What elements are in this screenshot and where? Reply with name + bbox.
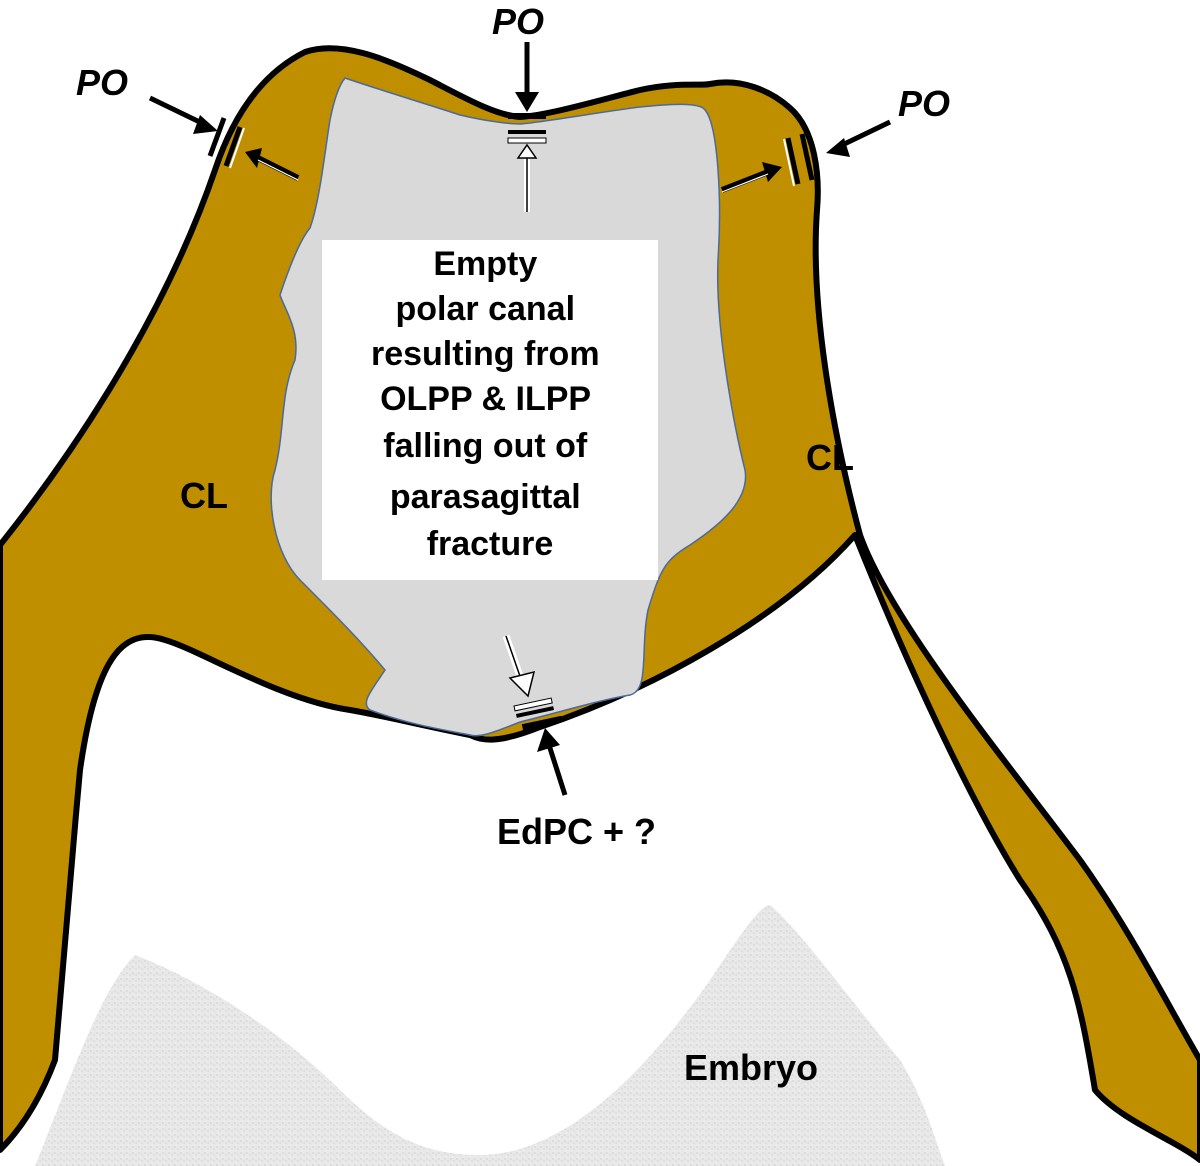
right-po-marker: [720, 119, 892, 193]
label-edpc: EdPC + ?: [497, 811, 656, 852]
hollow-arrow-head-icon: [516, 143, 538, 159]
center-line-1: Empty: [433, 245, 537, 283]
center-line-3: resulting from: [371, 335, 600, 373]
center-line-6: parasagittal: [390, 478, 581, 516]
double-bar-icon: [207, 117, 227, 157]
label-po-right: PO: [898, 83, 950, 124]
left-po-marker: [148, 95, 300, 181]
arrow-icon: [546, 744, 568, 796]
double-bar-icon: [799, 133, 815, 181]
double-bar-icon: [515, 706, 555, 718]
double-bar-icon: [513, 697, 553, 712]
arrow-head-icon: [193, 115, 218, 134]
embryo-shape: [35, 905, 945, 1166]
double-bar-icon: [785, 137, 801, 185]
double-bar-icon: [223, 126, 243, 167]
double-bar-icon: [508, 130, 546, 134]
center-text-box: [322, 240, 658, 580]
top-po-marker: [507, 42, 547, 212]
center-text: Empty polar canal resulting from OLPP & …: [371, 245, 609, 563]
label-cl-left: CL: [180, 475, 228, 516]
hollow-arrow-head-icon: [245, 148, 262, 168]
arrow-head-icon: [826, 138, 850, 157]
hollow-arrow-head-icon: [508, 670, 536, 698]
double-bar-icon: [507, 137, 547, 144]
bottom-edpc-marker: [502, 634, 568, 796]
arrow-head-icon: [515, 92, 539, 112]
center-line-5: falling out of: [383, 427, 588, 465]
center-line-7: fracture: [427, 525, 554, 563]
label-cl-right: CL: [806, 437, 854, 478]
double-bar-icon: [508, 113, 546, 119]
label-embryo: Embryo: [684, 1047, 818, 1088]
hollow-arrow-icon: [256, 155, 300, 181]
hollow-arrow-head-icon: [762, 162, 782, 182]
hollow-arrow-icon: [720, 169, 770, 193]
double-bar-icon: [521, 715, 563, 731]
center-line-4: OLPP & ILPP: [380, 380, 590, 418]
label-po-top: PO: [492, 1, 544, 42]
arrow-head-icon: [537, 728, 560, 752]
center-line-2: polar canal: [396, 290, 576, 328]
label-po-left: PO: [76, 62, 128, 103]
